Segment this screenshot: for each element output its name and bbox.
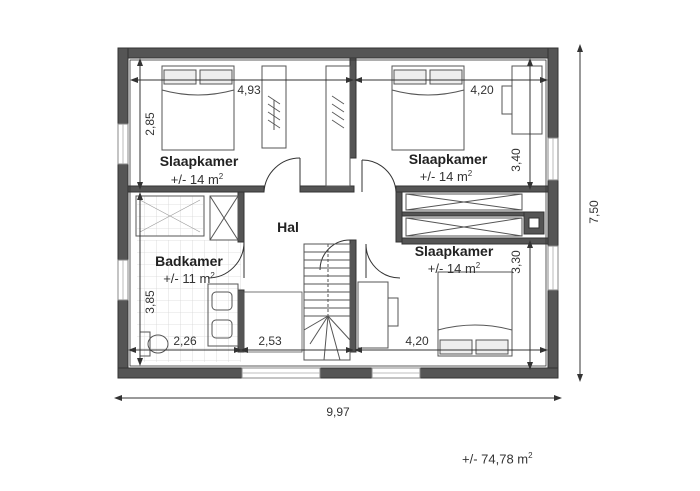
double-sink bbox=[207, 283, 239, 347]
staircase bbox=[303, 243, 351, 361]
bathroom-tile-floor bbox=[137, 240, 241, 362]
bedroom-1-wardrobe bbox=[261, 65, 351, 187]
bedroom-3-name: Slaapkamer bbox=[415, 243, 494, 259]
exterior-walls bbox=[117, 47, 559, 379]
bedroom-2-bed bbox=[391, 65, 465, 151]
bathroom-area: +/- 11 m2 bbox=[163, 271, 215, 286]
overall-width-label: 9,97 bbox=[326, 405, 350, 419]
bedroom-1-name: Slaapkamer bbox=[160, 153, 239, 169]
bedroom-1-width-label: 4,93 bbox=[237, 83, 261, 97]
total-area-value: +/- 74,78 m bbox=[462, 451, 529, 467]
bathroom-name: Badkamer bbox=[155, 253, 223, 269]
doors bbox=[207, 157, 401, 279]
bedroom-3-desk bbox=[357, 281, 399, 349]
bedroom-2-width-label: 4,20 bbox=[470, 83, 494, 97]
bedroom-3-area: +/- 14 m2 bbox=[428, 261, 481, 276]
dimension-labels: 4,93 2,85 4,20 3,40 3,30 4,20 2,26 3,85 … bbox=[143, 83, 601, 419]
interior-walls bbox=[127, 57, 549, 353]
bedroom-3-bed bbox=[437, 271, 513, 357]
bedroom-2-depth-label: 3,40 bbox=[509, 148, 523, 172]
dimension-lines bbox=[114, 44, 583, 401]
bedroom-1-area: +/- 14 m2 bbox=[171, 172, 224, 187]
closet-row bbox=[405, 193, 523, 237]
hall-name: Hal bbox=[277, 219, 299, 235]
bathroom-width-label: 2,26 bbox=[173, 334, 197, 348]
total-area-unit-sup: 2 bbox=[528, 451, 533, 460]
bedroom-1-depth-label: 2,85 bbox=[143, 112, 157, 136]
bedroom-2-desk bbox=[501, 65, 543, 135]
overall-depth-label: 7,50 bbox=[587, 200, 601, 224]
room-labels: Slaapkamer +/- 14 m2 Slaapkamer +/- 14 m… bbox=[155, 151, 494, 286]
bedroom-2-name: Slaapkamer bbox=[409, 151, 488, 167]
bedroom-3-width-label: 4,20 bbox=[405, 334, 429, 348]
bathroom-cabinet bbox=[209, 195, 239, 241]
bedroom-1-bed bbox=[161, 65, 235, 151]
hall-width-label: 2,53 bbox=[258, 334, 282, 348]
shower bbox=[135, 195, 205, 237]
bathroom-depth-label: 3,85 bbox=[143, 290, 157, 314]
bedroom-2-area: +/- 14 m2 bbox=[420, 169, 473, 184]
bedroom-3-depth-label: 3,30 bbox=[509, 250, 523, 274]
total-floor-area: +/- 74,78 m2 bbox=[462, 451, 533, 466]
